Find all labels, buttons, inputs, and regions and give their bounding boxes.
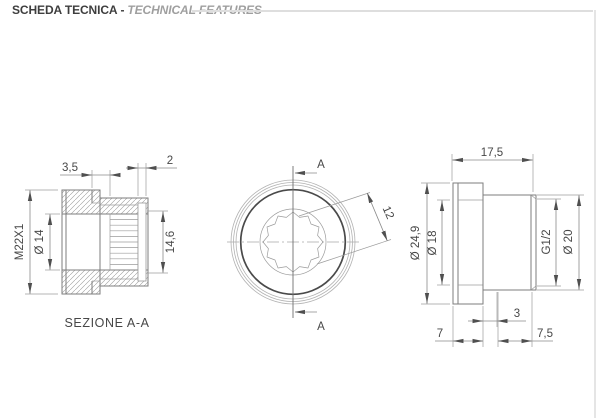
side-view: 17,5 Ø 24,9 Ø 18 (410, 147, 584, 347)
dim-thread-label: M22X1 (14, 224, 26, 260)
flange-outline (61, 189, 101, 295)
dim-bore-14: Ø 14 (34, 213, 60, 271)
dim-thread-g12-label: G1/2 (541, 230, 553, 255)
dim-flange-od-label: Ø 24,9 (410, 226, 422, 261)
dim-thread-len-75: 7,5 (497, 292, 553, 347)
cut-label-top: A (317, 159, 325, 171)
threaded-body-profile (482, 194, 537, 291)
body-bottom-wall-hatch (100, 270, 148, 286)
page-right-border (594, 10, 596, 418)
dim-spline-label: 14,6 (165, 231, 177, 253)
dim-spline12-label: 12 (380, 204, 396, 221)
dim-groove-label: 3 (514, 308, 520, 320)
dim-od20-label: Ø 20 (563, 230, 575, 255)
dim-thread-m22x1: M22X1 (14, 189, 58, 295)
dim-spline-146: 14,6 (147, 210, 177, 274)
dim-od-20: Ø 20 (537, 194, 584, 291)
section-view: M22X1 Ø 14 3,5 (14, 155, 177, 330)
title-separator: - (120, 3, 125, 17)
title-italian: SCHEDA TECNICA (12, 3, 118, 17)
dim-step-label: 3,5 (62, 162, 78, 174)
dim-step-35: 3,5 (60, 162, 121, 196)
dim-relief-label: 2 (167, 155, 173, 167)
dim-thread-g12: G1/2 (537, 198, 561, 287)
dim-length-175: 17,5 (451, 147, 534, 192)
cut-label-bottom: A (317, 321, 325, 333)
header-rule (192, 10, 593, 12)
flange-bottom-wall-hatch (62, 270, 100, 294)
dim-flange-len-label: 7 (437, 328, 443, 340)
spline-teeth-section (109, 214, 139, 270)
thread-relief-groove (137, 202, 147, 282)
dim-relief-2: 2 (126, 155, 177, 196)
dim-thread-len-label: 7,5 (537, 328, 553, 340)
spline-profile (262, 211, 324, 273)
dim-flange-od: Ø 24,9 (410, 182, 450, 305)
section-caption: SEZIONE A-A (64, 316, 149, 330)
dim-bore-label: Ø 14 (34, 229, 46, 255)
dim-groove-3: 3 (468, 292, 526, 347)
dim-spline-12: 12 (298, 192, 396, 265)
dim-bore-18: Ø 18 (427, 199, 450, 286)
body-top-wall-hatch (100, 198, 148, 214)
flange-top-wall-hatch (62, 190, 100, 214)
body-outline (100, 197, 149, 287)
front-view: A A 12 (227, 159, 396, 333)
dim-flange-len-7: 7 (435, 306, 483, 347)
dim-length-label: 17,5 (481, 147, 503, 159)
dim-bore18-label: Ø 18 (427, 231, 439, 256)
